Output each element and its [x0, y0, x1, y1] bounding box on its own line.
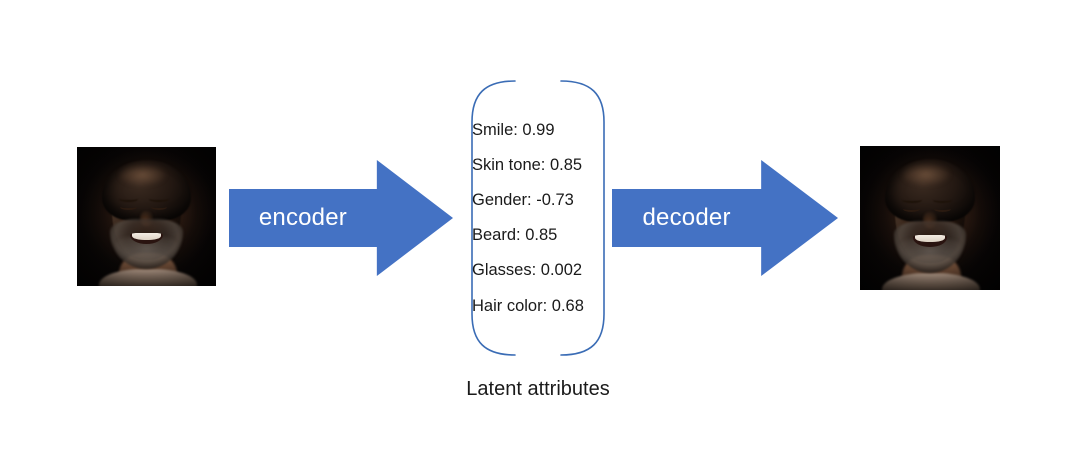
- photo-vignette: [860, 146, 1000, 290]
- encoder-label: encoder: [258, 204, 347, 231]
- latent-attribute-list: Smile: 0.99 Skin tone: 0.85 Gender: -0.7…: [472, 78, 612, 358]
- reconstructed-face-image: [860, 146, 1000, 290]
- input-face-image: [77, 147, 216, 286]
- list-item: Skin tone: 0.85: [472, 156, 583, 174]
- latent-attributes-block: Smile: 0.99 Skin tone: 0.85 Gender: -0.7…: [463, 78, 613, 358]
- right-bracket-icon: [560, 80, 605, 356]
- photo-vignette: [77, 147, 216, 286]
- list-item: Hair color: 0.68: [472, 296, 584, 315]
- list-item: Beard: 0.85: [472, 226, 558, 245]
- list-item: Smile: 0.99: [472, 120, 555, 139]
- left-bracket-icon: [471, 80, 516, 356]
- decoder-arrow: decoder: [612, 160, 838, 276]
- latent-caption: Latent attributes: [466, 378, 610, 400]
- list-item: Gender: -0.73: [472, 191, 574, 210]
- encoder-arrow: encoder: [229, 160, 453, 276]
- decoder-label: decoder: [642, 204, 731, 231]
- list-item: Glasses: 0.002: [472, 261, 583, 280]
- latent-brackets: [471, 80, 605, 356]
